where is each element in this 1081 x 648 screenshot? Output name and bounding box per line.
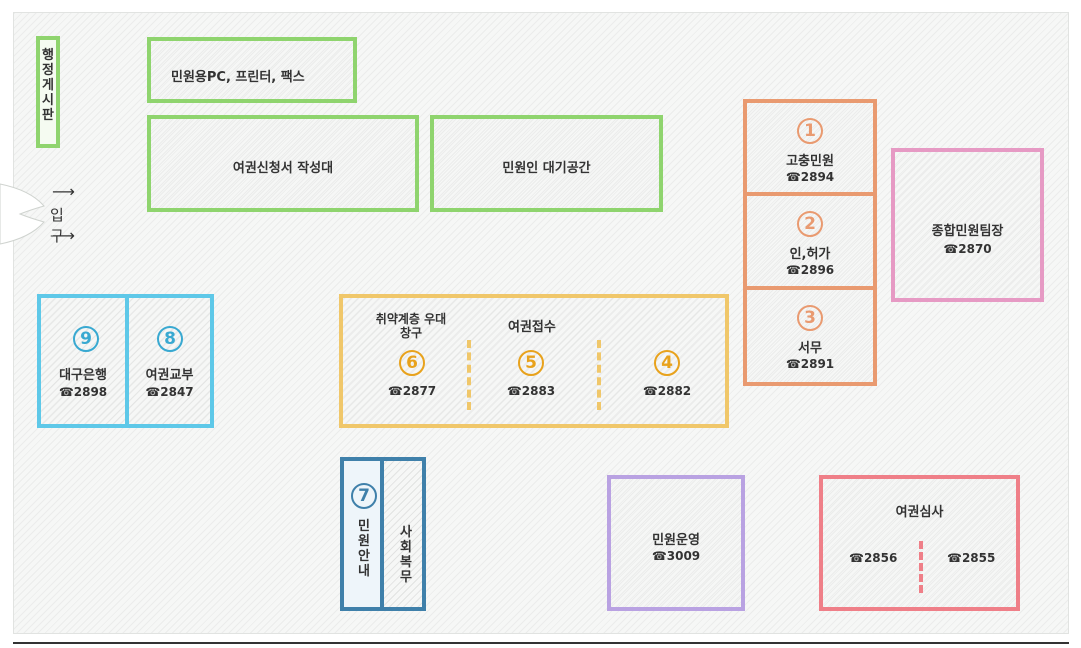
counter-9-bank: 9 대구은행 ☎2898 xyxy=(41,298,129,424)
social-service-label: 사회복무 xyxy=(400,525,412,585)
counter-2-number: 2 xyxy=(797,211,823,237)
reception-divider xyxy=(597,340,601,410)
review-divider xyxy=(919,541,923,593)
counter-3-name: 서무 xyxy=(798,341,822,356)
team-leader-name: 종합민원팀장 xyxy=(931,224,1004,239)
bulletin-board: 행정게시판 xyxy=(36,36,60,148)
counter-1-name: 고충민원 xyxy=(786,154,834,169)
counter-9-number: 9 xyxy=(73,326,99,352)
operation-name: 민원운영 xyxy=(652,533,700,548)
counter-6-phone: ☎2877 xyxy=(387,384,437,398)
counter-8-number: 8 xyxy=(157,326,183,352)
bank-name: 대구은행 xyxy=(59,368,107,383)
operation-phone: ☎3009 xyxy=(651,549,701,563)
counter-3: 3 서무 ☎2891 xyxy=(747,290,873,382)
passport-reception-title: 여권접수 xyxy=(508,320,556,335)
pc-area-label: 민원용PC, 프린터, 팩스 xyxy=(171,70,305,85)
passport-review-phone-right: ☎2855 xyxy=(947,551,996,565)
pc-printer-fax-area: 민원용PC, 프린터, 팩스 xyxy=(147,37,357,103)
passport-issue-phone: ☎2847 xyxy=(145,385,194,399)
counter-2-name: 인,허가 xyxy=(789,247,831,262)
counter-7-number: 7 xyxy=(351,483,377,509)
counter-1-phone: ☎2894 xyxy=(785,170,835,184)
counter-1-number: 1 xyxy=(797,118,823,144)
counter-3-phone: ☎2891 xyxy=(785,357,835,371)
entrance-arrow-icon: ⟶ xyxy=(52,182,75,201)
passport-form-desk: 여권신청서 작성대 xyxy=(147,115,419,212)
counter-group-left: 9 대구은행 ☎2898 8 여권교부 ☎2847 xyxy=(37,294,214,428)
counter-5-number: 5 xyxy=(518,350,544,376)
counter-6-number: 6 xyxy=(399,350,425,376)
counter-3-number: 3 xyxy=(797,305,823,331)
counter-2: 2 인,허가 ☎2896 xyxy=(747,196,873,290)
team-leader-desk: 종합민원팀장 ☎2870 xyxy=(891,148,1044,302)
reception-divider xyxy=(467,340,471,410)
passport-reception: 취약계층 우대창구 여권접수 6 ☎2877 5 ☎2883 4 ☎2882 xyxy=(339,294,729,428)
counter-5-phone: ☎2883 xyxy=(506,384,556,398)
bank-phone: ☎2898 xyxy=(58,385,108,399)
counter-1: 1 고충민원 ☎2894 xyxy=(747,103,873,196)
vulnerable-counter-name: 취약계층 우대창구 xyxy=(375,312,447,340)
guide-label: 민원안내 xyxy=(358,519,370,579)
counter-4-number: 4 xyxy=(654,350,680,376)
civil-operation-desk: 민원운영 ☎3009 xyxy=(607,475,745,611)
form-desk-label: 여권신청서 작성대 xyxy=(232,161,334,176)
entrance-door-icon xyxy=(0,183,45,245)
counter-4-phone: ☎2882 xyxy=(642,384,692,398)
entrance-label: 입구 xyxy=(50,206,64,245)
waiting-area-label: 민원인 대기공간 xyxy=(502,161,591,176)
entrance-arrow-icon: ⟶ xyxy=(52,226,75,245)
counter-2-phone: ☎2896 xyxy=(785,263,835,277)
passport-review-desk: 여권심사 ☎2856 ☎2855 xyxy=(819,475,1020,611)
waiting-area: 민원인 대기공간 xyxy=(430,115,663,212)
passport-review-name: 여권심사 xyxy=(895,505,944,520)
team-leader-phone: ☎2870 xyxy=(943,242,992,256)
counter-7-guide: 7 민원안내 xyxy=(344,461,384,607)
guide-desk-group: 7 민원안내 사회복무 xyxy=(340,457,426,611)
passport-review-phone-left: ☎2856 xyxy=(849,551,898,565)
entrance: ⟶ 입구 ⟶ xyxy=(0,180,75,248)
counter-group-right: 1 고충민원 ☎2894 2 인,허가 ☎2896 3 서무 ☎2891 xyxy=(743,99,877,386)
counter-8-passport-issue: 8 여권교부 ☎2847 xyxy=(129,298,210,424)
bottom-rule xyxy=(13,642,1069,644)
passport-issue-name: 여권교부 xyxy=(145,368,194,383)
bulletin-board-label: 행정게시판 xyxy=(42,48,54,123)
